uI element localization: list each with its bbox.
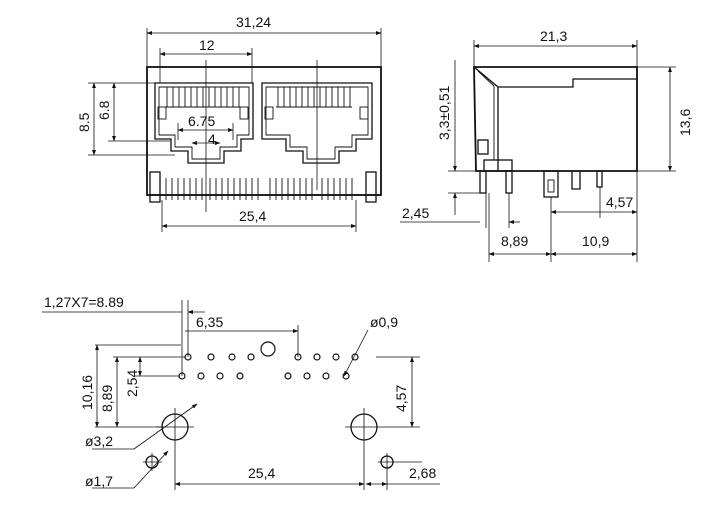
side-post (543, 170, 559, 198)
left-port-contacts (165, 87, 241, 108)
dim-port-width: 12 (199, 37, 215, 53)
right-port-led-right (359, 106, 369, 120)
dim-stand-off: 3,3±0,51 (436, 85, 452, 140)
alignment-hole (260, 341, 276, 357)
dim-small-hole: ø1,7 (85, 473, 113, 489)
right-port (261, 82, 373, 164)
dim-row-gap: 2,54 (124, 370, 140, 397)
side-latch (477, 139, 489, 155)
front-leads (149, 171, 377, 203)
side-lead-2 (505, 170, 513, 194)
right-port-led-left (264, 106, 274, 120)
right-port-contacts (276, 87, 352, 108)
left-port-led-left (157, 106, 167, 120)
dim-side-height: 13,6 (677, 109, 693, 136)
side-tab (596, 170, 603, 188)
left-port-led-right (239, 106, 249, 120)
dim-latch-inner: 4 (208, 131, 216, 147)
dim-port-height: 6.8 (96, 100, 112, 120)
dim-body-height: 8.5 (76, 112, 92, 132)
dim-hole-span: 25,4 (248, 465, 275, 481)
dim-post-height: 4,57 (393, 385, 409, 412)
dim-post-span: 10,9 (582, 233, 609, 249)
dim-pin-offset-left: 2,45 (402, 205, 429, 221)
dim-big-hole: ø3,2 (85, 433, 113, 449)
dim-front-width: 31,24 (236, 14, 271, 30)
dim-latch-outer: 6.75 (188, 113, 215, 129)
dim-pin-diameter: ø0,9 (370, 314, 398, 330)
dim-lead-span: 25,4 (239, 208, 266, 224)
dim-post-offset: 4,57 (606, 194, 633, 210)
dim-pin-row-span: 8,89 (501, 233, 528, 249)
front-view: 31,24 12 6.75 4 8.5 6.8 25,4 (76, 14, 382, 232)
pin-row-2 (178, 372, 350, 380)
side-view: 21,3 13,6 3,3±0,51 2,45 8,89 10,9 4,57 (400, 28, 693, 262)
front-housing (146, 66, 382, 196)
dim-height-8-89: 8,89 (99, 385, 115, 412)
dim-row-offset: 6,35 (196, 314, 223, 330)
side-lead-1 (479, 170, 487, 194)
dim-height-10-16: 10,16 (79, 375, 95, 410)
dim-side-length: 21,3 (540, 28, 567, 44)
left-port (154, 82, 254, 164)
dim-edge-offset: 2,68 (409, 465, 436, 481)
pcb-footprint: 1,27X7=8.89 6,35 ø0,9 10,16 8,89 2,54 4,… (42, 294, 440, 490)
dim-pin-pitch: 1,27X7=8.89 (44, 294, 124, 310)
